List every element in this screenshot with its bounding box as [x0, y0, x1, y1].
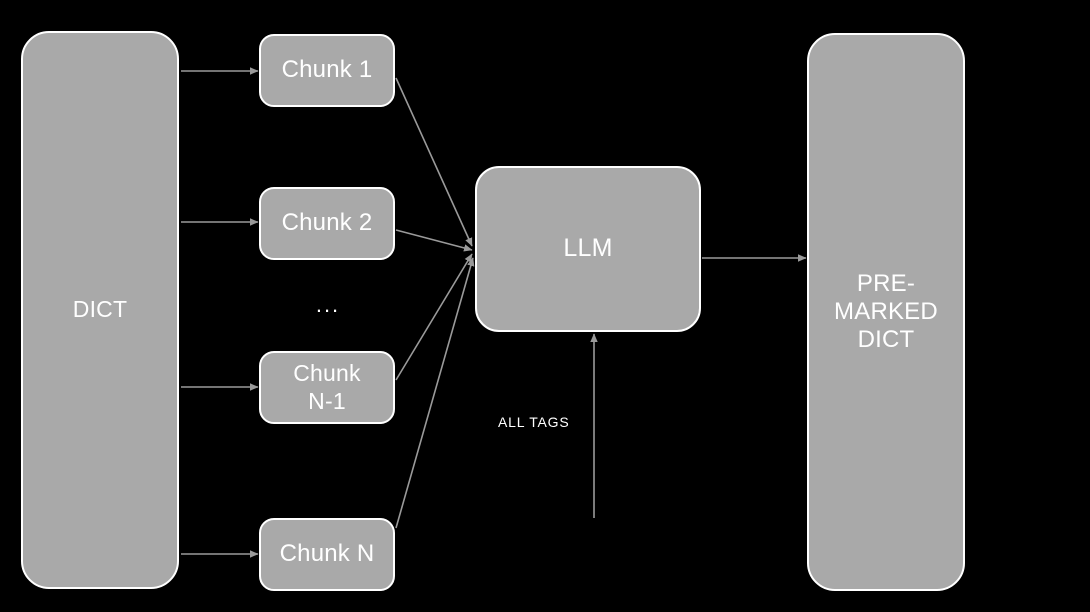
node-chunk-n-minus-1-label: Chunk N-1	[293, 360, 361, 414]
node-premarked-dict[interactable]: PRE- MARKED DICT	[807, 33, 965, 591]
chunk-ellipsis: ...	[315, 292, 341, 317]
node-source-dict-label: DICT	[72, 296, 128, 323]
edge-chunk2-to-llm	[395, 229, 473, 252]
node-source-dict[interactable]: DICT	[21, 31, 179, 589]
node-chunk-1[interactable]: Chunk 1	[259, 34, 395, 107]
node-chunk-n[interactable]: Chunk N	[259, 518, 395, 591]
node-premarked-dict-label: PRE- MARKED DICT	[834, 269, 938, 354]
node-llm-label: LLM	[563, 234, 613, 263]
node-llm[interactable]: LLM	[475, 166, 701, 332]
edge-label-all-tags: ALL TAGS	[498, 414, 570, 430]
node-chunk-n-label: Chunk N	[279, 540, 375, 568]
node-chunk-2-label: Chunk 2	[281, 209, 373, 237]
edge-chunkn-to-llm	[395, 257, 475, 529]
edge-chunkn1-to-llm	[395, 253, 473, 381]
node-chunk-n-minus-1[interactable]: Chunk N-1	[259, 351, 395, 424]
node-chunk-2[interactable]: Chunk 2	[259, 187, 395, 260]
edge-chunk1-to-llm	[395, 77, 473, 247]
node-chunk-1-label: Chunk 1	[281, 56, 373, 84]
